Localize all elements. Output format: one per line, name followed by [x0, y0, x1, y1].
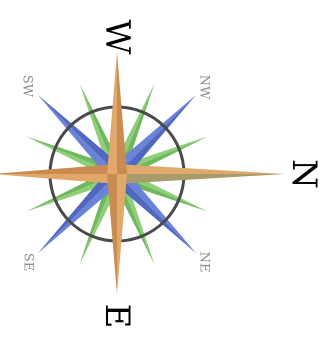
diagonal-point-4 [110, 94, 197, 174]
east-label: E [97, 303, 137, 329]
minor-point-5-shade [26, 136, 120, 174]
diagonal-points [37, 94, 197, 254]
diagonal-point-3 [37, 94, 117, 181]
minor-point-2 [117, 171, 155, 265]
minor-point-8 [114, 136, 208, 174]
northeast-label: NE [196, 251, 212, 273]
northwest-label: NW [196, 74, 212, 100]
diagonal-point-1 [117, 167, 197, 254]
diagonal-point-4-shade [117, 94, 197, 181]
cardinal-point-west-shade [117, 52, 127, 174]
diagonal-point-2 [37, 174, 124, 254]
cardinal-point-north-shade [117, 174, 285, 184]
cardinal-point-east-shade [107, 174, 117, 294]
minor-point-7-shade [117, 83, 155, 177]
minor-point-3-shade [79, 171, 117, 265]
cardinal-point-east [117, 174, 127, 294]
southwest-label: SW [19, 74, 35, 98]
southeast-label: SE [20, 252, 36, 272]
cardinal-point-north [117, 164, 285, 174]
minor-point-6 [79, 83, 117, 177]
cardinal-point-west [107, 52, 117, 174]
minor-point-1-shade [114, 174, 208, 212]
diagonal-point-3-shade [37, 94, 124, 174]
cardinal-point-south-shade [0, 164, 117, 174]
diagonal-point-2-shade [37, 167, 117, 254]
diagonal-point-1-shade [110, 174, 197, 254]
cardinal-points [0, 52, 285, 294]
cardinal-point-south [0, 174, 117, 184]
minor-point-4 [26, 174, 120, 212]
north-label: N [284, 159, 324, 189]
west-label: W [97, 19, 137, 55]
